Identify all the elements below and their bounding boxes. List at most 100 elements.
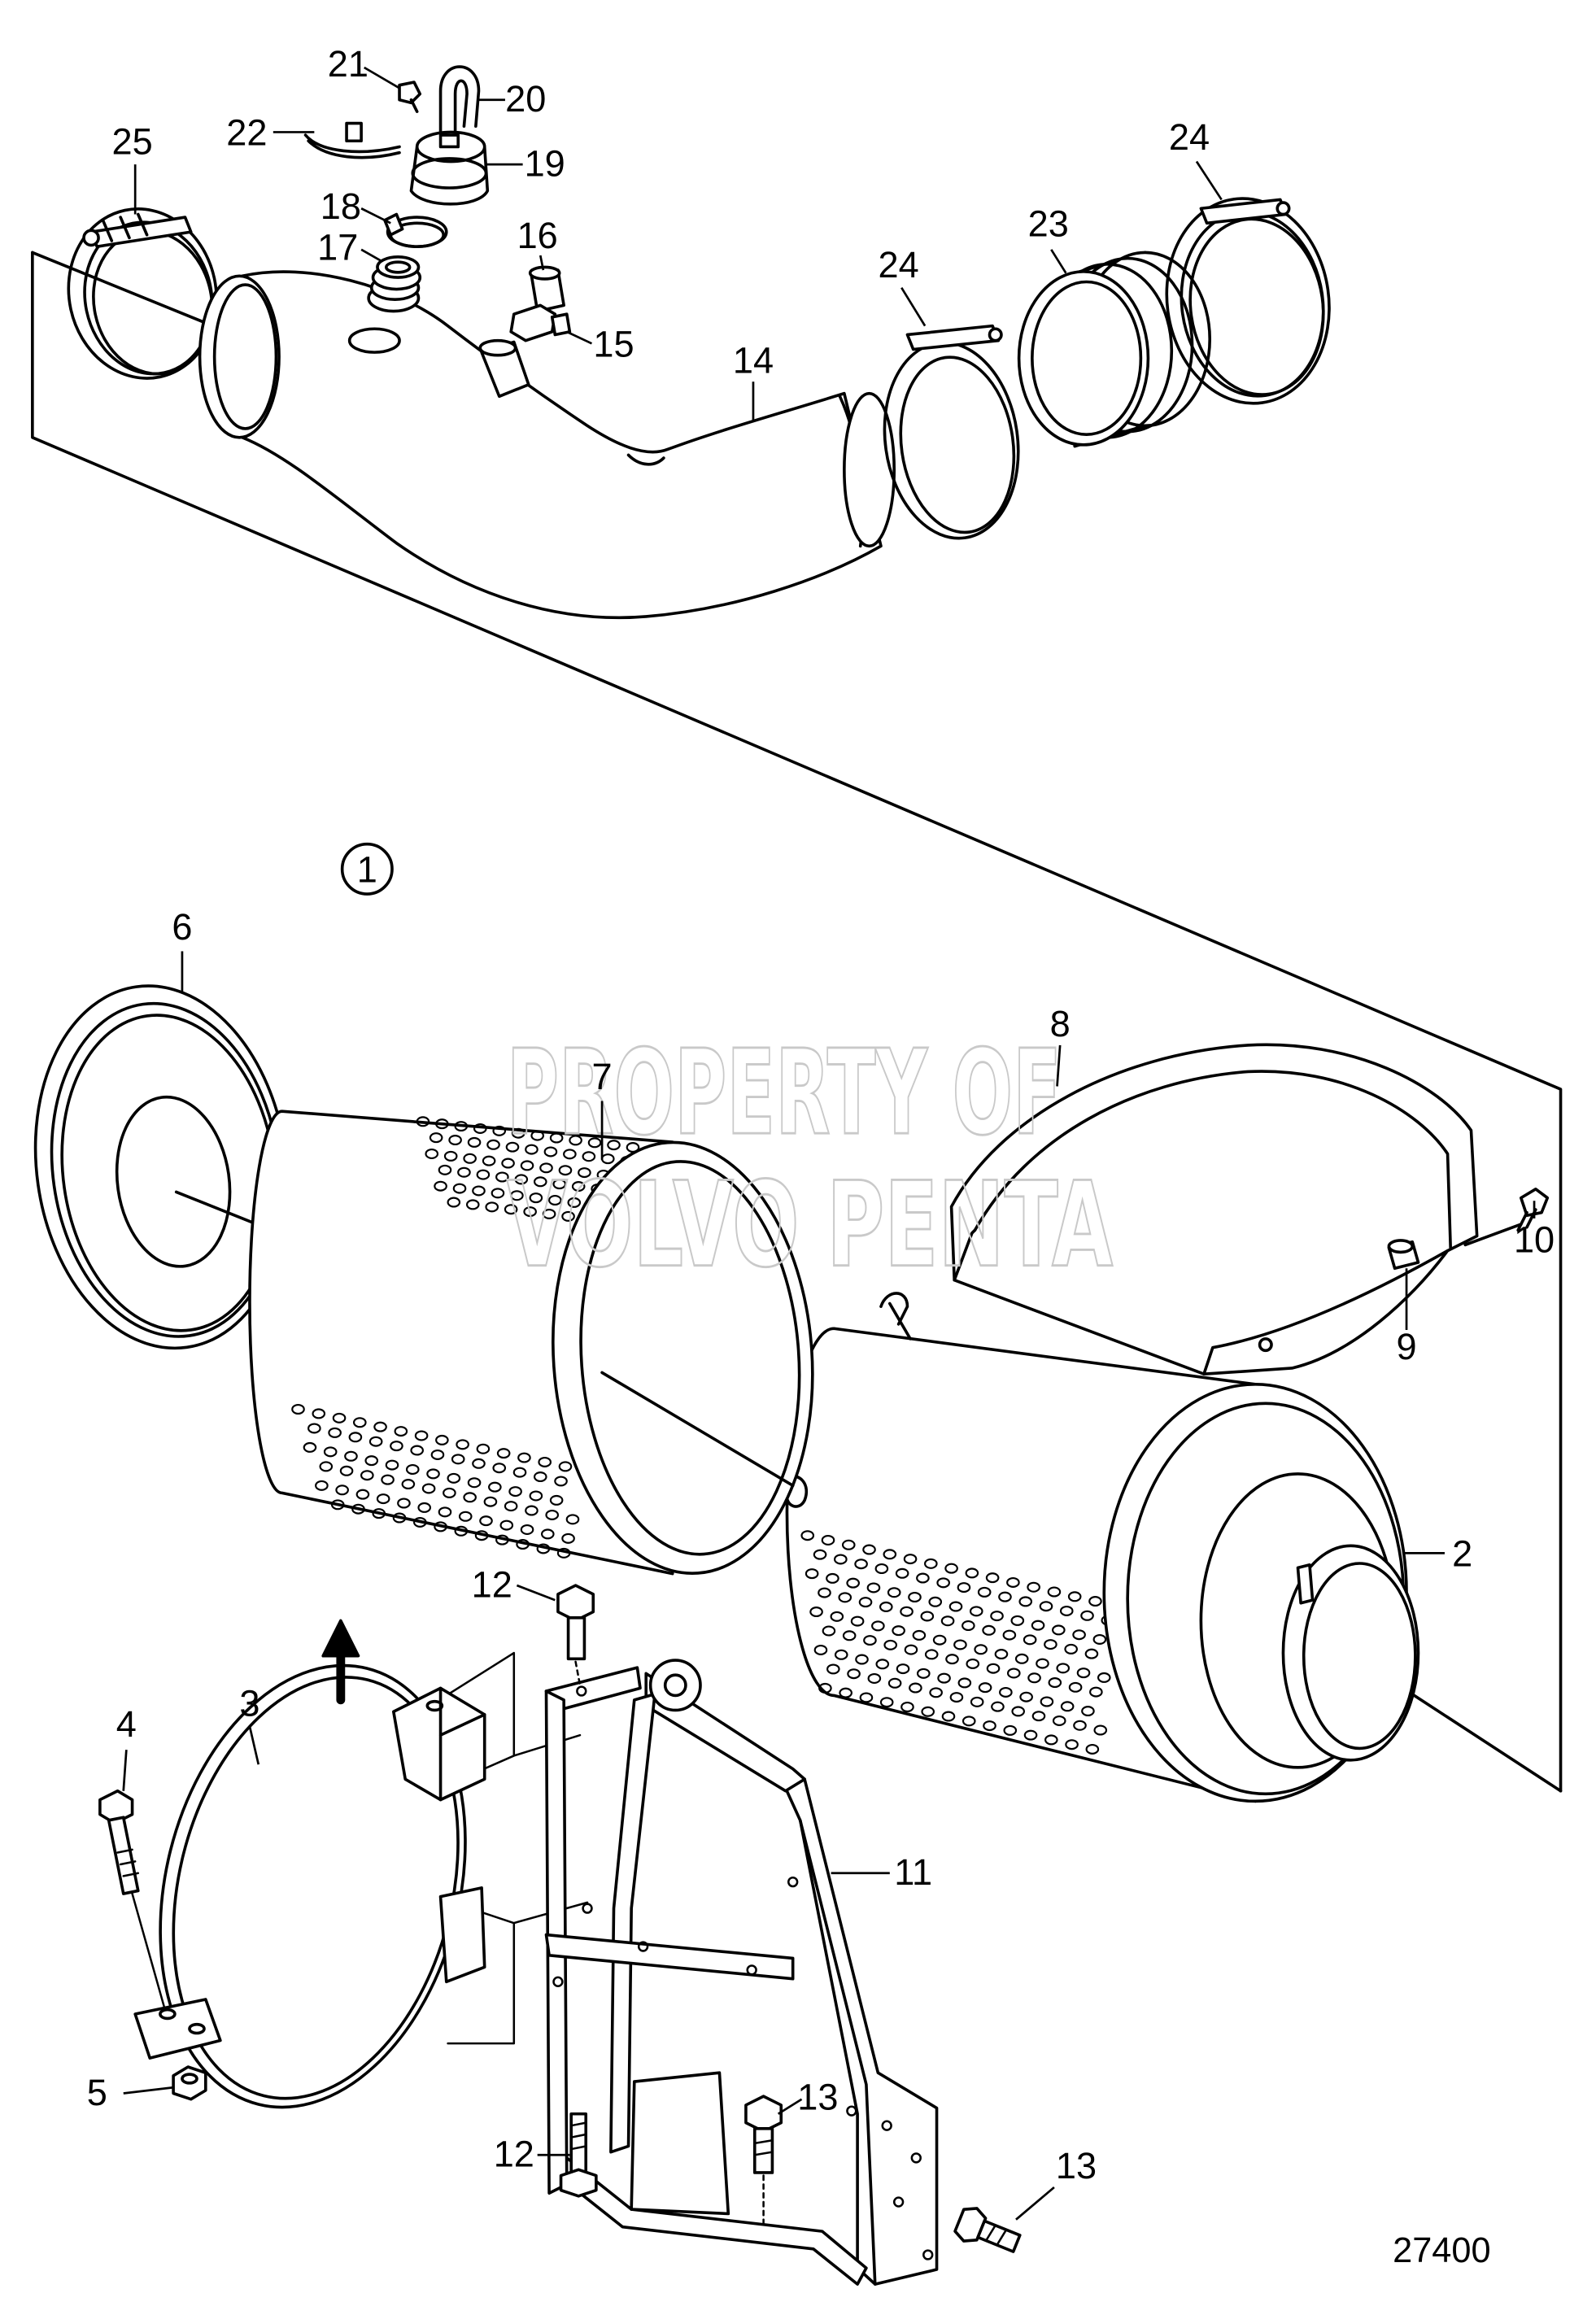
callout-labels: 21 20 22 25 19 24 18 23 16 17 24 15 14 6… — [87, 43, 1555, 2270]
perforation-hole — [1068, 1681, 1083, 1693]
perforation-hole — [307, 1423, 321, 1434]
perforation-hole — [1080, 1610, 1094, 1621]
bolt-12-top-axis — [574, 1660, 582, 1687]
perforation-hole — [1047, 1586, 1062, 1598]
perforation-hole — [916, 1572, 930, 1584]
watermark: PROPERTY OF VOLVO PENTA — [505, 1024, 1114, 1295]
perforation-hole — [1064, 1643, 1078, 1655]
bracket-11-hole-4 — [746, 1964, 757, 1976]
callout-2: 2 — [1452, 1533, 1472, 1575]
perforation-hole — [962, 1620, 975, 1632]
sleeve-23 — [1017, 251, 1212, 448]
hose-14-outlet-opening — [843, 391, 896, 548]
perforation-hole — [883, 1639, 897, 1650]
clamp-25-outer-ring — [67, 207, 218, 380]
perforation-hole — [904, 1644, 918, 1655]
bolt-13-right-thread — [984, 2224, 1008, 2247]
perforation-hole — [463, 1492, 477, 1503]
leader-18 — [360, 207, 391, 225]
screw-21-head — [398, 81, 422, 105]
clamp-24-middle-head — [905, 324, 1001, 351]
clamp-24-right-bolt — [1275, 201, 1291, 216]
perforation-hole — [556, 1547, 571, 1559]
perforation-hole — [822, 1625, 836, 1637]
perforation-hole — [472, 1185, 486, 1197]
perforation-hole — [533, 1471, 547, 1483]
perforation-hole — [936, 1577, 950, 1589]
cable-tie-22 — [303, 121, 401, 159]
perforation-hole — [520, 1160, 534, 1171]
perforation-hole — [511, 1127, 525, 1139]
perforation-hole — [351, 1503, 365, 1515]
perforation-hole — [303, 1441, 317, 1453]
valve-cap-19-rim — [411, 157, 488, 190]
perforation-hole — [1040, 1696, 1054, 1707]
perforation-hole — [443, 1150, 458, 1162]
perforation-hole — [1006, 1576, 1020, 1588]
perforation-hole — [508, 1486, 522, 1498]
perforation-hole — [582, 1151, 596, 1162]
bracket-11-hole-6 — [552, 1976, 564, 1988]
perforation-hole — [476, 1169, 491, 1180]
callout-19: 19 — [525, 143, 565, 185]
perforation-hole — [1014, 1653, 1029, 1664]
watermark-line-1: PROPERTY OF — [507, 1025, 1062, 1162]
perforation-hole — [932, 1634, 947, 1646]
leader-3 — [248, 1726, 260, 1765]
bracket-11-hole-3 — [637, 1941, 649, 1952]
perforation-hole — [994, 1649, 1009, 1660]
housing-2-outlet-tube — [1281, 1544, 1420, 1762]
hose-14-body — [241, 270, 883, 620]
perforation-hole — [492, 1125, 507, 1136]
leader-12-top — [516, 1584, 556, 1602]
perforation-hole — [549, 1132, 564, 1144]
leader-17 — [360, 248, 383, 263]
perforation-hole — [1036, 1658, 1049, 1669]
perforation-hole — [800, 1530, 815, 1541]
bolt-13-middle — [744, 2095, 783, 2230]
hose-14-sensor-hole — [347, 327, 401, 354]
perforation-hole — [482, 1155, 496, 1166]
callout-17: 17 — [317, 226, 358, 268]
perforation-hole — [529, 1490, 543, 1502]
perforation-hole — [883, 1549, 897, 1560]
perforation-hole — [486, 1139, 500, 1150]
perforation-hole — [879, 1601, 893, 1612]
perforation-hole — [895, 1567, 909, 1579]
bolt-4-thread — [116, 1848, 140, 1877]
bracket-11-hole-5 — [787, 1876, 799, 1888]
perforation-hole — [1065, 1739, 1079, 1750]
perforation-hole — [859, 1692, 874, 1703]
callout-15: 15 — [593, 324, 634, 365]
bolt-4-shank — [107, 1816, 140, 1895]
perforation-hole — [504, 1501, 518, 1512]
clamp-25-bolt — [82, 229, 100, 247]
sleeve-23-opening — [1031, 280, 1143, 436]
perforation-hole — [390, 1441, 403, 1452]
perforation-hole — [944, 1563, 958, 1574]
end-cover-6 — [33, 984, 290, 1350]
perforation-hole — [908, 1592, 922, 1603]
hose-14-inlet-ring — [212, 283, 278, 430]
screw-10-axis — [1463, 1223, 1523, 1247]
perforation-hole — [1031, 1620, 1045, 1631]
leader-23 — [1050, 249, 1067, 274]
hose-clamp-25 — [67, 207, 218, 380]
perforation-hole — [385, 1459, 399, 1471]
callout-8: 8 — [1050, 1003, 1071, 1044]
bracket-11-hole-10 — [922, 2249, 934, 2261]
perforation-hole — [417, 1502, 432, 1513]
leader-8 — [1056, 1044, 1062, 1087]
arrow-head — [321, 1619, 360, 1658]
perforation-hole — [492, 1463, 507, 1474]
callout-22: 22 — [226, 112, 267, 154]
rain-cover-8-hole — [1258, 1337, 1273, 1353]
perforation-hole — [447, 1197, 461, 1208]
perforation-hole — [510, 1190, 524, 1201]
perforation-hole — [999, 1686, 1013, 1698]
perforation-hole — [921, 1706, 935, 1717]
perforation-hole — [912, 1629, 927, 1641]
clamp-18-tab — [383, 212, 404, 237]
perforation-hole — [1006, 1668, 1021, 1679]
